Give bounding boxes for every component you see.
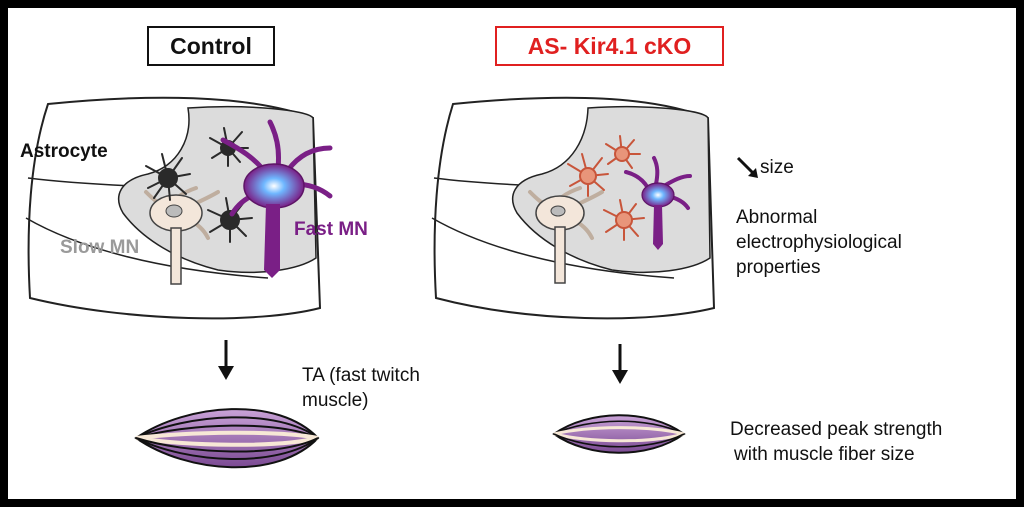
diagram-artwork [25, 96, 758, 469]
decreased-line-1: Decreased peak strength [730, 419, 943, 440]
ko-fast-mn [624, 156, 692, 250]
size-label: size [760, 157, 794, 178]
ko-down-arrow [612, 344, 628, 384]
abnormal-line-2: electrophysiological [736, 232, 902, 253]
knockout-title: AS- Kir4.1 cKO [495, 26, 724, 66]
ko-astrocytes [567, 135, 645, 241]
control-fast-mn [220, 119, 333, 278]
ko-slow-mn [528, 186, 604, 284]
ta-line-2: muscle) [302, 390, 369, 411]
slow-mn-label: Slow MN [60, 237, 140, 258]
ta-line-1: TA (fast twitch [302, 365, 420, 386]
decreased-line-2: with muscle fiber size [734, 444, 915, 465]
ko-muscle [552, 414, 686, 454]
control-down-arrow [218, 340, 234, 380]
figure-canvas: Control AS- Kir4.1 cKO Astrocyte Slow MN… [8, 8, 1016, 499]
astrocyte-label: Astrocyte [20, 141, 108, 162]
control-slow-mn [144, 186, 220, 285]
fast-mn-label: Fast MN [294, 219, 368, 240]
abnormal-line-3: properties [736, 257, 821, 278]
size-decrease-arrow-icon [736, 156, 758, 178]
abnormal-line-1: Abnormal [736, 207, 818, 228]
control-title: Control [147, 26, 275, 66]
control-muscle [134, 408, 320, 469]
